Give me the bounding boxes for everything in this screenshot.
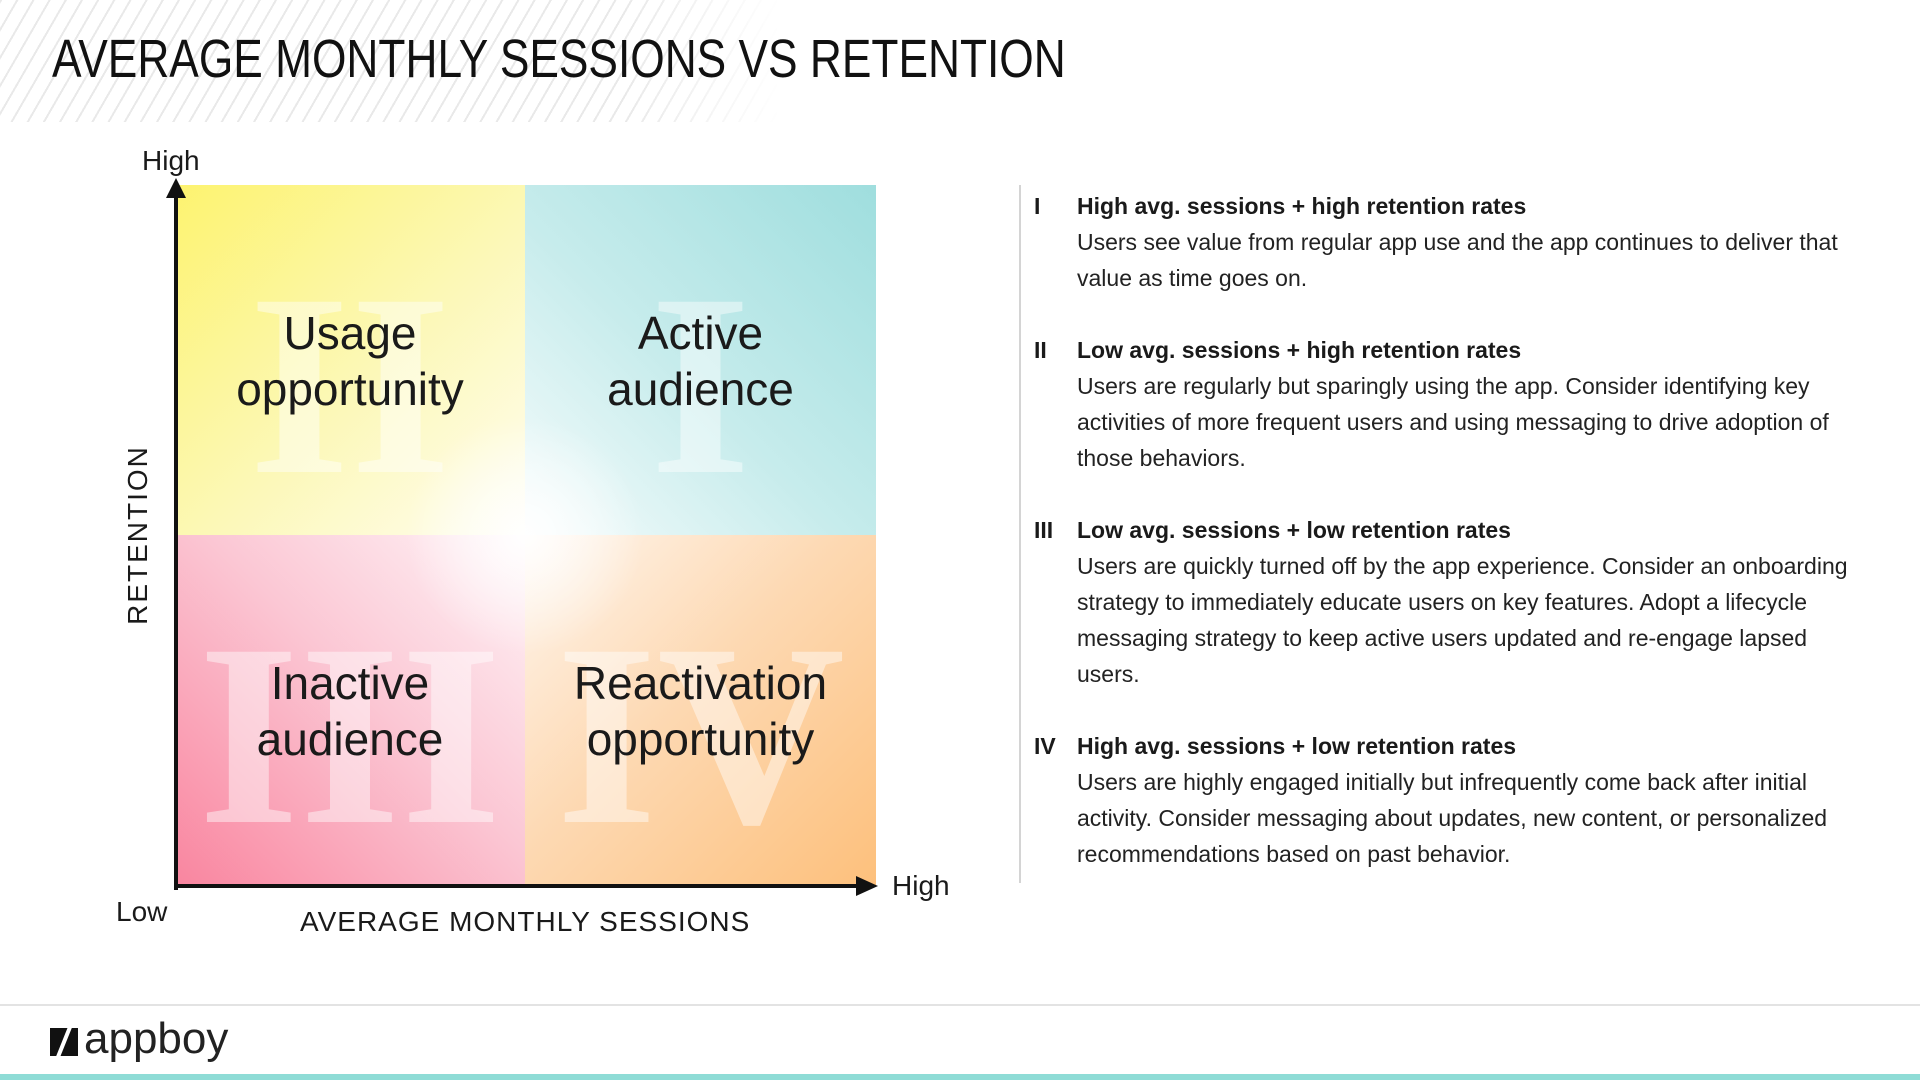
description-heading: Low avg. sessions + low retention rates: [1077, 517, 1511, 543]
description-heading: Low avg. sessions + high retention rates: [1077, 337, 1522, 363]
quadrant-label: Active audience: [607, 307, 794, 415]
quadrant-active-audience: I Active audience: [525, 185, 876, 535]
page-title: AVERAGE MONTHLY SESSIONS VS RETENTION: [52, 29, 1066, 89]
description-item: III Low avg. sessions + low retention ra…: [1034, 512, 1864, 692]
description-body: Users are regularly but sparingly using …: [1077, 373, 1829, 471]
y-axis-high-label: High: [142, 145, 200, 176]
description-item: II Low avg. sessions + high retention ra…: [1034, 332, 1864, 476]
quadrant-usage-opportunity: II Usage opportunity: [175, 185, 525, 535]
brand-wordmark: appboy: [84, 1014, 229, 1063]
footer-divider: [0, 1004, 1920, 1006]
footer-accent-bar: [0, 1074, 1920, 1080]
description-heading: High avg. sessions + low retention rates: [1077, 733, 1517, 759]
description-item: IV High avg. sessions + low retention ra…: [1034, 728, 1864, 872]
description-body: Users are quickly turned off by the app …: [1077, 553, 1848, 687]
y-axis-line: [174, 190, 178, 890]
description-heading: High avg. sessions + high retention rate…: [1077, 193, 1527, 219]
x-axis-high-label: High: [892, 870, 950, 901]
x-axis-line: [174, 884, 864, 888]
quadrant-grid: II Usage opportunity I Active audience I…: [175, 185, 876, 885]
description-numeral: II: [1034, 337, 1047, 363]
description-numeral: IV: [1034, 733, 1056, 759]
quadrant-reactivation-opportunity: IV Reactivation opportunity: [525, 535, 876, 885]
header-stripes: [0, 0, 780, 122]
x-axis-title: AVERAGE MONTHLY SESSIONS: [300, 906, 751, 937]
description-body: Users are highly engaged initially but i…: [1077, 769, 1828, 867]
description-numeral: III: [1034, 517, 1054, 543]
description-item: I High avg. sessions + high retention ra…: [1034, 188, 1864, 296]
quadrant-numeral: I: [649, 241, 752, 529]
quadrant-label: Usage opportunity: [236, 307, 464, 415]
quadrant-label: Reactivation opportunity: [573, 657, 828, 765]
origin-low-label: Low: [116, 896, 168, 927]
quadrant-descriptions: I High avg. sessions + high retention ra…: [1034, 188, 1864, 908]
vertical-divider: [1019, 185, 1021, 883]
quadrant-label: Inactive audience: [256, 657, 444, 765]
arrow-right-icon: [856, 876, 878, 896]
y-axis-title: RETENTION: [122, 445, 153, 625]
arrow-up-icon: [166, 178, 186, 198]
description-body: Users see value from regular app use and…: [1077, 229, 1838, 291]
description-numeral: I: [1034, 193, 1041, 219]
quadrant-inactive-audience: III Inactive audience: [175, 535, 525, 885]
